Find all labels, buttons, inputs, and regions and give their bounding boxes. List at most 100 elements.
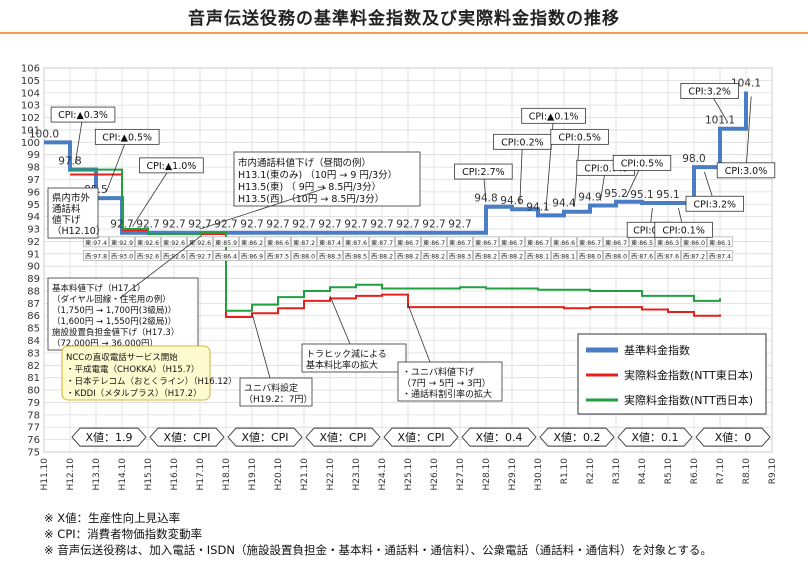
y-tick-label: 87 <box>27 299 40 310</box>
y-tick-label: 100 <box>21 138 40 149</box>
x-tick-label: H23.10 <box>352 458 362 491</box>
annotation-box <box>397 361 503 402</box>
data-label: 95.2 <box>604 188 627 200</box>
east-row-cell <box>577 236 603 248</box>
west-row-cell <box>551 250 577 261</box>
x-value-arrow <box>305 427 381 447</box>
west-row-cell <box>239 250 265 261</box>
y-tick-label: 77 <box>27 423 40 434</box>
x-value-arrow <box>539 427 615 447</box>
annotation-text: ・平成電電（CHOKKA）（H15.7） <box>66 364 199 375</box>
west-row-cell <box>265 250 291 261</box>
note-scope: ※ 音声伝送役務は、加入電話・ISDN（施設設置負担金・基本料・通話料・通信料）… <box>44 543 712 557</box>
cpi-callout-text: CPI:0% <box>633 225 666 236</box>
annotation-text: ・ユニバ料値下げ <box>402 366 474 378</box>
annotation-pointer <box>199 187 327 230</box>
x-tick-label: H29.10 <box>508 458 518 491</box>
east-row-cell <box>421 236 447 248</box>
data-label: 98.0 <box>682 153 705 165</box>
west-row-cell <box>213 250 239 261</box>
west-row-cell <box>447 250 473 261</box>
annotation-box <box>301 343 407 373</box>
cpi-callout-text: CPI:▲0.1% <box>529 111 579 122</box>
y-tick-label: 78 <box>27 410 40 421</box>
annotation-box <box>233 151 421 207</box>
east-row-value: 東:87.7 <box>371 239 393 247</box>
x-value-label: X値：CPI <box>241 431 288 444</box>
x-tick-label: H24.10 <box>378 458 388 491</box>
cpi-callout-box <box>680 83 739 99</box>
annotation-box <box>61 345 211 401</box>
annotation-text: H13.1(東のみ) （10円 → 9 円/3分） <box>238 169 397 181</box>
y-tick-label: 104 <box>21 88 40 99</box>
east-row-value: 東:92.6 <box>137 239 159 247</box>
annotation-text: （1,600円 → 1,550円(2級局)） <box>52 316 176 327</box>
data-label: 94.9 <box>578 191 601 203</box>
data-label: 95.1 <box>656 189 679 201</box>
west-row-value: 西:93.0 <box>111 254 133 261</box>
east-row-value: 東:92.9 <box>111 239 133 247</box>
x-tick-label: H18.10 <box>222 458 232 491</box>
x-tick-label: H20.10 <box>274 458 284 491</box>
west-row-value: 西:88.0 <box>579 254 601 261</box>
cpi-callout-text: CPI:0.5% <box>621 158 664 169</box>
annotation-text: （1,750円 → 1,700円(3級局)） <box>52 305 176 316</box>
x-value-arrow <box>695 427 771 447</box>
east-row-cell <box>499 236 525 248</box>
data-label: 94.1 <box>526 201 549 213</box>
annotation-text: （7円 → 5円 → 3円） <box>402 378 491 389</box>
east-row-cell <box>161 236 187 248</box>
data-label: 92.7 <box>136 219 159 231</box>
data-label: 92.7 <box>318 219 341 231</box>
y-tick-label: 96 <box>27 187 40 198</box>
west-row-value: 西:86.4 <box>215 254 237 261</box>
x-value-arrow <box>149 427 225 447</box>
cpi-callout-text: CPI:2.7% <box>462 167 505 178</box>
y-tick-label: 105 <box>21 76 40 87</box>
annotation-pointer <box>407 304 431 363</box>
cpi-callout-box <box>685 195 744 212</box>
data-label: 92.7 <box>422 219 445 231</box>
y-tick-label: 99 <box>27 150 40 161</box>
east-row-cell <box>707 236 733 248</box>
x-tick-label: H11.10 <box>40 458 50 491</box>
east-row-value: 東:87.6 <box>345 239 367 247</box>
east-row-value: 東:86.7 <box>579 239 601 247</box>
west-row-value: 西:88.0 <box>605 254 627 261</box>
y-tick-label: 83 <box>27 348 40 359</box>
west-row-cell <box>629 250 655 261</box>
y-tick-label: 82 <box>27 361 40 372</box>
east-row-value: 東:86.6 <box>267 239 289 247</box>
west-row-value: 西:88.2 <box>475 254 497 261</box>
y-tick-label: 97 <box>27 175 40 186</box>
x-value-arrow <box>383 427 459 447</box>
annotation-text: トラヒック減による <box>306 348 387 360</box>
x-value-label: X値：1.9 <box>85 431 132 444</box>
west-row-cell <box>161 250 187 261</box>
west-row-cell <box>421 250 447 261</box>
east-row-value: 東:97.4 <box>85 239 107 247</box>
east-row-value: 東:85.9 <box>215 239 237 247</box>
x-tick-label: R5.10 <box>664 458 674 485</box>
x-value-label: X値：CPI <box>163 431 210 444</box>
annotation-text: （72,000円 → 36,000円） <box>52 338 158 349</box>
y-tick-label: 80 <box>27 386 40 397</box>
east-row-cell <box>135 236 161 248</box>
east-row-cell <box>551 236 577 248</box>
x-value-arrow <box>71 427 147 447</box>
annotation-text: H13.5(西) （10円 → 8.5円/3分） <box>238 193 384 205</box>
annotation-text: 値下げ <box>52 214 81 226</box>
cpi-callout-text: CPI:▲0.3% <box>58 110 108 121</box>
cpi-callout-box <box>612 154 672 171</box>
x-tick-label: H27.10 <box>456 458 466 491</box>
data-label: 92.7 <box>448 219 471 231</box>
east-row-cell <box>473 236 499 248</box>
east-row-value: 東:86.7 <box>475 239 497 247</box>
cpi-callout-text: CPI:3.2% <box>694 199 737 210</box>
west-row-cell <box>525 250 551 261</box>
east-row-cell <box>369 236 395 248</box>
cpi-callout-text: CPI:0.1% <box>662 225 705 236</box>
east-row-value: 東:86.7 <box>501 239 523 247</box>
x-tick-label: H30.10 <box>534 458 544 491</box>
x-tick-label: R8.10 <box>742 458 752 485</box>
